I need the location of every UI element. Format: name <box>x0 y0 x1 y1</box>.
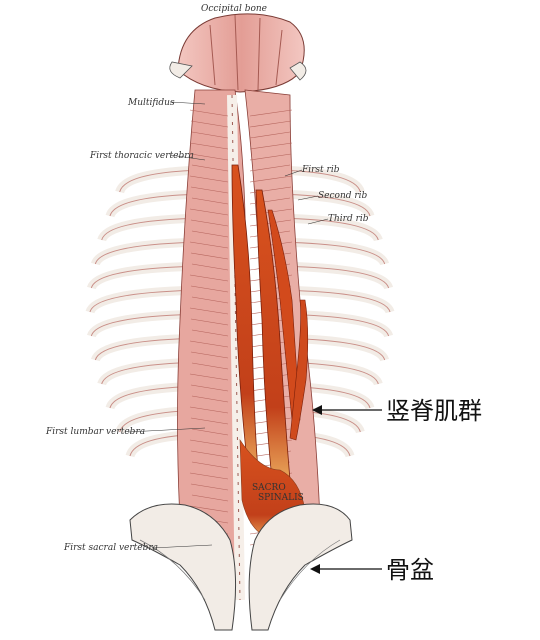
callout-pelvis: 骨盆 <box>386 556 434 584</box>
label-multifidus: Multifidus <box>127 98 175 108</box>
label-first-rib: First rib <box>301 165 340 175</box>
label-first-thoracic-vertebra: First thoracic vertebra <box>89 151 194 161</box>
right-rib <box>274 217 379 241</box>
sacro-label-2: SPINALIS <box>258 493 304 503</box>
callout-erector-spinae: 竖脊肌群 <box>386 397 482 425</box>
callouts: 竖脊肌群 骨盆 <box>310 397 482 584</box>
sacro-label-1: SACRO <box>252 483 286 493</box>
pelvis-bone <box>129 503 353 631</box>
occipital-region <box>169 13 307 93</box>
erector-spinae-arrowhead <box>312 405 322 415</box>
label-occipital-bone: Occipital bone <box>201 4 267 14</box>
label-first-lumbar-vertebra: First lumbar vertebra <box>45 427 145 437</box>
pelvis-arrowhead <box>310 564 320 574</box>
anatomical-labels: Occipital bone Multifidus First thoracic… <box>45 4 369 553</box>
label-second-rib: Second rib <box>318 191 368 201</box>
label-third-rib: Third rib <box>328 214 369 224</box>
label-first-sacral-vertebra: First sacral vertebra <box>63 543 158 553</box>
